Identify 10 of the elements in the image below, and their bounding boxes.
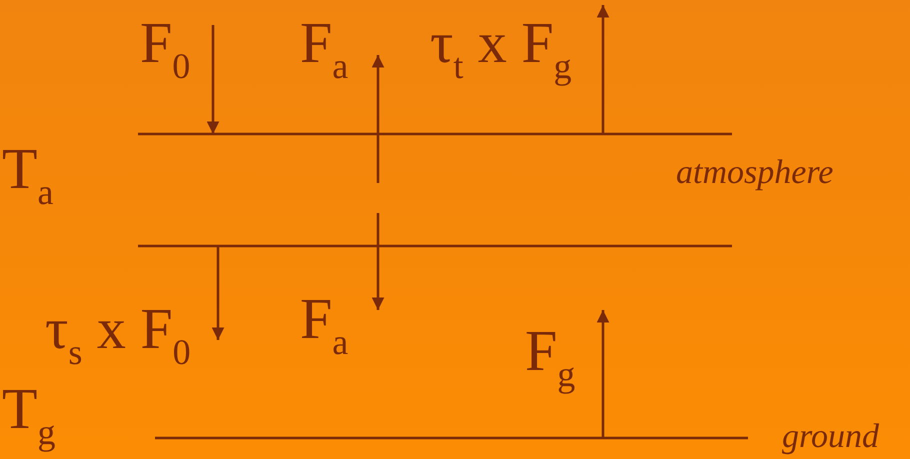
layer-label: atmosphere	[676, 156, 834, 190]
flux-label: τ$_{s}$ x F$_{0}$	[45, 300, 191, 372]
flux-label: F$_{0}$	[140, 14, 190, 86]
flux-label: F$_{a}$	[300, 14, 348, 86]
flux-label: F$_{a}$	[300, 290, 348, 362]
layer-label: ground	[782, 420, 879, 454]
temperature-label: T$_{g}$	[2, 380, 56, 452]
flux-label: F$_{g}$	[525, 322, 576, 394]
temperature-label: T$_{a}$	[2, 140, 54, 212]
flux-label: τ$_{t}$ x F$_{g}$	[430, 14, 572, 86]
